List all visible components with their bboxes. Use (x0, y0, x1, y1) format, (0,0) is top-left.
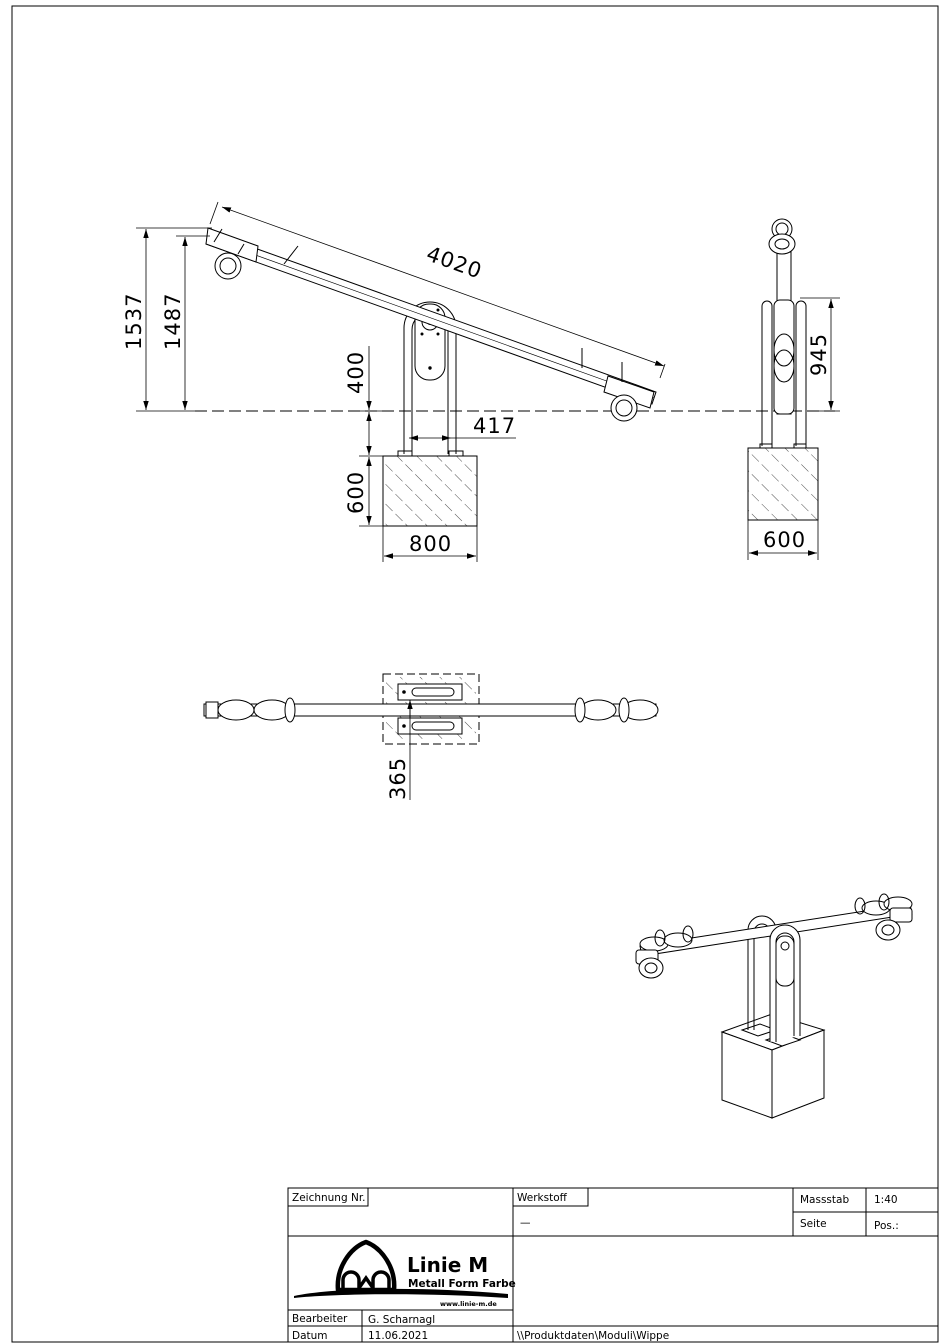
date-value: 11.06.2021 (368, 1330, 428, 1342)
dim-600-depth: 600 (344, 471, 368, 514)
end-foundation-block (748, 448, 818, 520)
drawing-number-label: Zeichnung Nr. (292, 1192, 366, 1204)
material-label: Werkstoff (517, 1192, 568, 1204)
logo-tagline: Metall Form Farbe (408, 1278, 516, 1290)
dim-600-width: 600 (763, 528, 806, 552)
page-label: Seite (800, 1218, 827, 1230)
dim-365: 365 (386, 757, 410, 800)
scale-label: Massstab (800, 1194, 849, 1206)
date-label: Datum (292, 1330, 328, 1342)
dim-417: 417 (473, 414, 516, 438)
material-value: — (520, 1217, 531, 1229)
dim-1487: 1487 (161, 293, 185, 350)
title-block-text: Zeichnung Nr. Werkstoff — Massstab 1:40 … (292, 1192, 899, 1342)
linie-m-logo: Linie M Metall Form Farbe www.linie-m.de (294, 1242, 516, 1308)
drawn-by-value: G. Scharnagl (368, 1314, 435, 1326)
drawn-by-label: Bearbeiter (292, 1313, 348, 1325)
dim-400: 400 (344, 351, 368, 394)
dim-800: 800 (409, 532, 452, 556)
logo-name: Linie M (407, 1253, 488, 1277)
side-view (195, 228, 835, 526)
logo-url: www.linie-m.de (440, 1300, 497, 1308)
dim-4020: 4020 (423, 242, 485, 284)
side-foundation-block (383, 456, 477, 526)
isometric-view (636, 894, 912, 1118)
top-view (204, 674, 658, 744)
file-path: \\Produktdaten\Moduli\Wippe (517, 1330, 669, 1342)
iso-right-handle-ring-icon (876, 920, 900, 940)
scale-value: 1:40 (874, 1194, 898, 1206)
linie-m-logo-icon (338, 1242, 394, 1290)
page-value: Pos.: (874, 1220, 899, 1232)
iso-left-handle-ring-icon (639, 958, 663, 978)
right-handle-ring-icon (611, 395, 637, 421)
dim-945: 945 (807, 333, 831, 376)
left-handle-ring-icon (215, 253, 241, 279)
dim-1537: 1537 (122, 293, 146, 350)
